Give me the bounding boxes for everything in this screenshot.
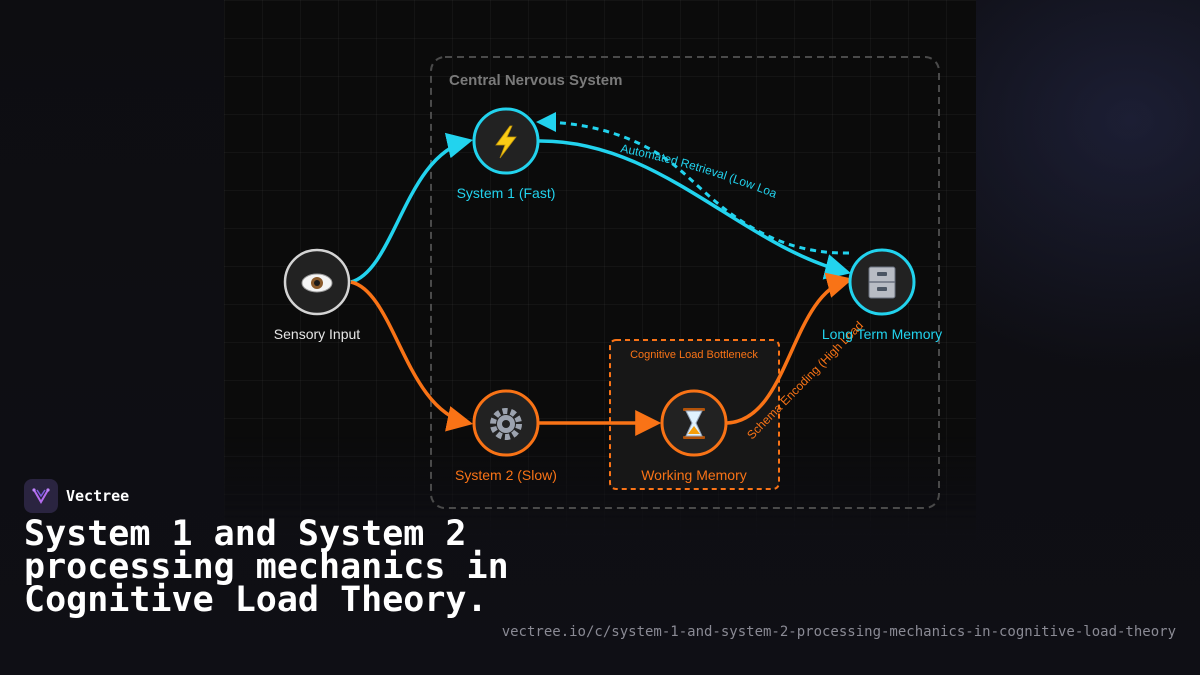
node-label-system1: System 1 (Fast) <box>457 185 556 201</box>
brand[interactable]: Vectree <box>24 479 129 513</box>
vectree-logo-icon <box>24 479 58 513</box>
node-label-system2: System 2 (Slow) <box>455 467 557 483</box>
lightning-icon <box>495 125 517 159</box>
edge-ltm-to-system1-retrieval <box>536 112 850 255</box>
node-system1[interactable]: System 1 (Fast) <box>457 107 556 201</box>
source-url[interactable]: vectree.io/c/system-1-and-system-2-proce… <box>501 624 1176 640</box>
node-sensory-input[interactable]: Sensory Input <box>274 248 360 342</box>
edge-sensory-to-system1 <box>350 132 474 284</box>
node-label-ltm: Long Term Memory <box>822 326 942 342</box>
edge-working-memory-to-ltm <box>726 272 854 425</box>
central-nervous-system-group <box>430 56 940 509</box>
node-working-memory[interactable]: Working Memory <box>641 389 747 483</box>
page-title: System 1 and System 2 processing mechani… <box>24 514 509 620</box>
node-label-working-memory: Working Memory <box>641 467 747 483</box>
edge-sensory-to-system2 <box>350 280 474 432</box>
gear-icon <box>490 408 522 440</box>
node-label-sensory: Sensory Input <box>274 326 360 342</box>
bottleneck-label: Cognitive Load Bottleneck <box>630 349 758 361</box>
eye-icon <box>301 273 333 293</box>
group-label: Central Nervous System <box>449 72 622 89</box>
brand-name: Vectree <box>66 487 130 505</box>
edge-system1-to-ltm <box>538 139 852 280</box>
edge-label-retrieval: Automated Retrieval (Low Load) <box>0 0 779 201</box>
hourglass-icon <box>683 408 705 439</box>
node-long-term-memory[interactable]: Long Term Memory <box>822 248 942 342</box>
file-cabinet-icon <box>868 266 896 299</box>
node-system2[interactable]: System 2 (Slow) <box>455 389 557 483</box>
